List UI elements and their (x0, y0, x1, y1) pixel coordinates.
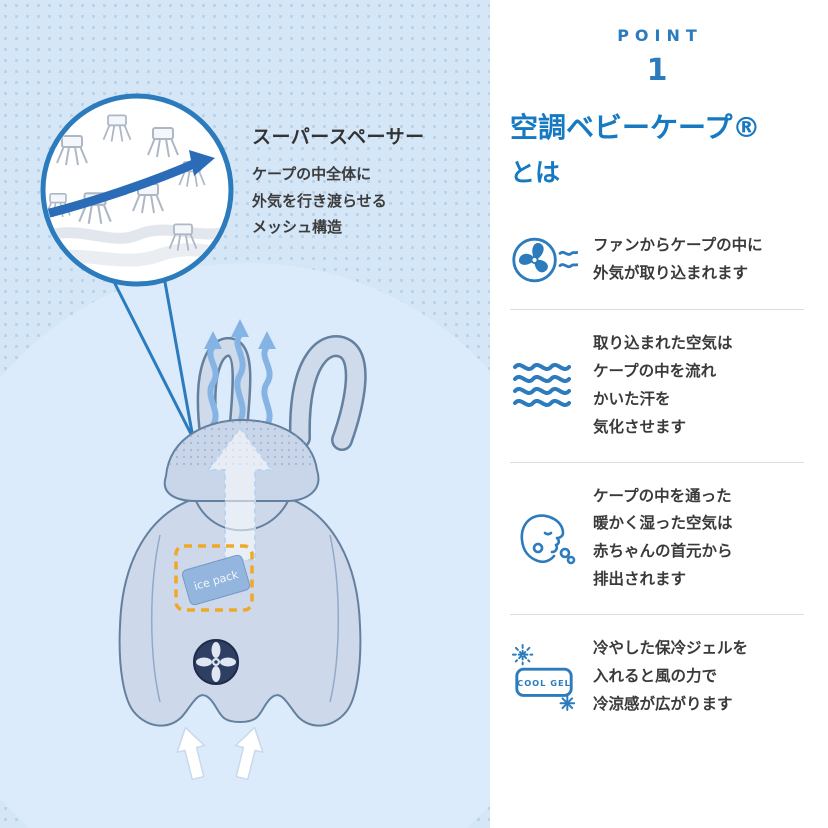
list-item-text: 取り込まれた空気は ケープの中を流れ かいた汗を 気化させます (593, 334, 733, 436)
fan-icon (510, 231, 578, 289)
cape-illustration: ice pack (40, 93, 367, 781)
magnifier-callout: スーパースペーサー ケープの中全体に 外気を行き渡らせる メッシュ構造 (252, 122, 472, 241)
list-item-text: 冷やした保冷ジェルを 入れると風の力で 冷涼感が広がります (593, 639, 749, 713)
list-item-text: ファンからケープの中に 外気が取り込まれます (593, 236, 763, 282)
ice-pack-dashed-outline (174, 544, 254, 612)
right-info-panel: POINT 1 空調ベビーケープ® とは (490, 0, 828, 828)
divider (510, 614, 804, 616)
list-item-text: ケープの中を通った 暖かく湿った空気は 赤ちゃんの首元から 排出されます (593, 486, 733, 589)
bottom-air-intake-arrows (176, 726, 264, 781)
left-illustration-panel: ice pack (0, 0, 490, 828)
airflow-icon (510, 359, 578, 413)
list-item-cool-gel: COOL GEL 冷やした保冷ジェルを 入れると風の力で 冷涼感が広がります (510, 615, 804, 739)
rising-air-arrows-icon (204, 319, 276, 428)
magnifier-description: ケープの中全体に 外気を行き渡らせる メッシュ構造 (252, 165, 387, 237)
cape-body (118, 497, 362, 727)
list-item-airflow: 取り込まれた空気は ケープの中を流れ かいた汗を 気化させます (510, 310, 804, 462)
divider (510, 309, 804, 310)
list-item-fan-intake: ファンからケープの中に 外気が取り込まれます (510, 211, 804, 309)
point-label: POINT (617, 26, 703, 45)
feature-list: ファンからケープの中に 外気が取り込まれます 取り込まれた空気は ケープの中を流… (510, 211, 804, 739)
cool-gel-label: COOL GEL (517, 678, 571, 688)
page-title: 空調ベビーケープ® (510, 111, 761, 144)
magnifier-title: スーパースペーサー (252, 126, 425, 148)
divider (510, 461, 804, 463)
point-number: 1 (646, 53, 668, 88)
cape-fan-icon (193, 639, 239, 685)
page-subtitle: とは (510, 158, 561, 187)
cape-seam-right (329, 534, 339, 703)
magnifier-circle (40, 93, 234, 287)
cool-gel-icon: COOL GEL (510, 642, 578, 712)
mesh-airflow-arrow (46, 150, 215, 220)
list-item-exhaust: ケープの中を通った 暖かく湿った空気は 赤ちゃんの首元から 排出されます (510, 463, 804, 615)
cape-seam-left (151, 534, 161, 703)
baby-face-icon (510, 506, 578, 570)
ice-pack: ice pack (174, 544, 254, 612)
